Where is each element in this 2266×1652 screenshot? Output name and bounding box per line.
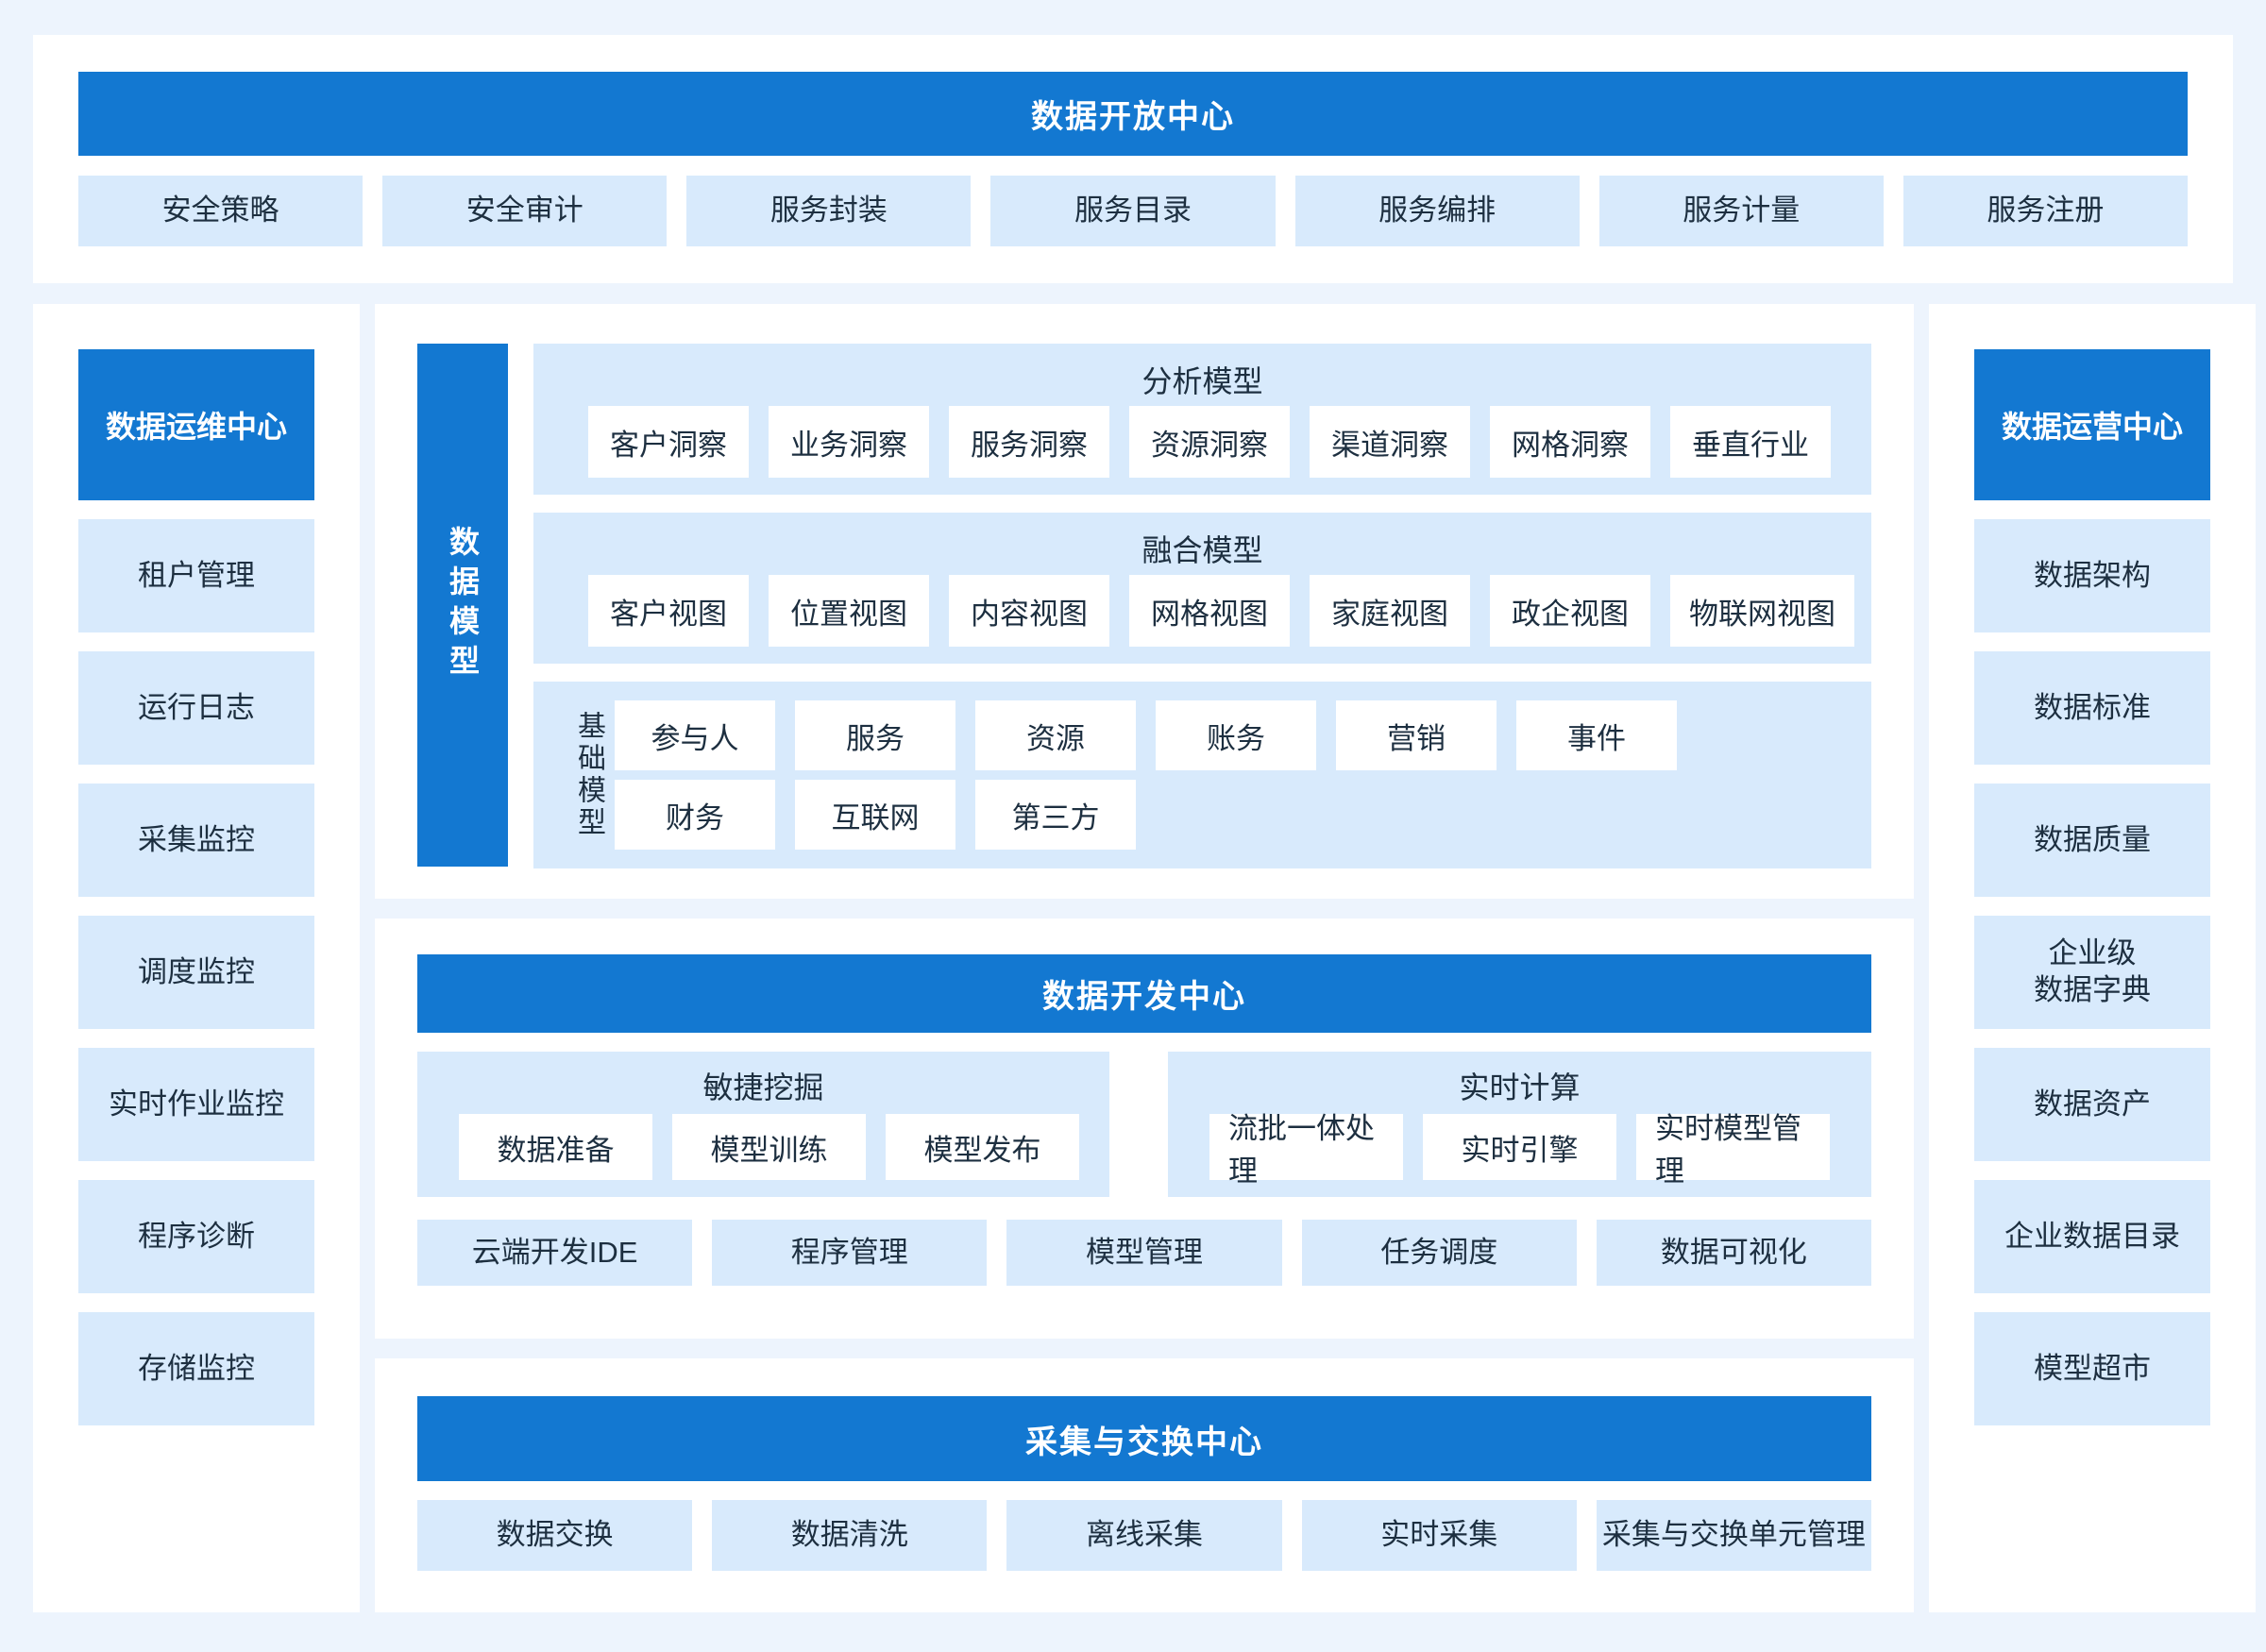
chip-grid-insight: 网格洞察 (1490, 406, 1650, 478)
fusion-model-panel: 融合模型 客户视图 位置视图 内容视图 网格视图 家庭视图 政企视图 物联网视图 (533, 513, 1871, 664)
agile-mining-panel: 敏捷挖掘 数据准备 模型训练 模型发布 (417, 1052, 1109, 1197)
chip-event: 事件 (1516, 700, 1677, 770)
tile-data-visualization: 数据可视化 (1596, 1220, 1872, 1286)
data-open-center-items: 安全策略 安全审计 服务封装 服务目录 服务编排 服务计量 服务注册 (78, 176, 2188, 246)
chip-channel-insight: 渠道洞察 (1310, 406, 1470, 478)
chip-resource: 资源 (975, 700, 1136, 770)
chip-business-insight: 业务洞察 (769, 406, 929, 478)
data-model-vertical-label: 数据模型 (417, 344, 508, 867)
tile-schedule-monitoring: 调度监控 (78, 916, 314, 1029)
tile-security-policy: 安全策略 (78, 176, 364, 246)
analysis-model-panel: 分析模型 客户洞察 业务洞察 服务洞察 资源洞察 渠道洞察 网格洞察 垂直行业 (533, 344, 1871, 495)
main-columns: 数据运维中心 租户管理 运行日志 采集监控 调度监控 实时作业监控 程序诊断 存… (33, 304, 2256, 1612)
tile-storage-monitoring: 存储监控 (78, 1312, 314, 1425)
chip-grid-view: 网格视图 (1129, 575, 1290, 647)
chip-model-training: 模型训练 (672, 1114, 866, 1180)
chip-model-publishing: 模型发布 (886, 1114, 1079, 1180)
fusion-model-chips: 客户视图 位置视图 内容视图 网格视图 家庭视图 政企视图 物联网视图 (533, 575, 1871, 647)
data-model-panels: 分析模型 客户洞察 业务洞察 服务洞察 资源洞察 渠道洞察 网格洞察 垂直行业 … (533, 344, 1871, 868)
base-model-chips: 参与人 服务 资源 账务 营销 事件 财务 互联网 第三方 (615, 700, 1677, 850)
tile-service-encapsulation: 服务封装 (686, 176, 972, 246)
tile-enterprise-data-catalog: 企业数据目录 (1974, 1180, 2210, 1293)
middle-column: 数据模型 分析模型 客户洞察 业务洞察 服务洞察 资源洞察 渠道洞察 网格洞察 … (375, 304, 1914, 1612)
fusion-model-title: 融合模型 (1141, 533, 1263, 567)
base-model-row-2: 财务 互联网 第三方 (615, 780, 1677, 850)
chip-marketing: 营销 (1336, 700, 1497, 770)
data-dev-center-header: 数据开发中心 (417, 954, 1871, 1033)
tile-data-architecture: 数据架构 (1974, 519, 2210, 632)
base-model-row-1: 参与人 服务 资源 账务 营销 事件 (615, 700, 1677, 770)
chip-customer-view: 客户视图 (588, 575, 749, 647)
tile-data-quality: 数据质量 (1974, 784, 2210, 897)
tile-enterprise-data-dictionary: 企业级 数据字典 (1974, 916, 2210, 1029)
chip-location-view: 位置视图 (769, 575, 929, 647)
base-model-panel: 基础模型 参与人 服务 资源 账务 营销 事件 财务 (533, 682, 1871, 868)
tile-data-exchange: 数据交换 (417, 1500, 693, 1571)
collection-exchange-items: 数据交换 数据清洗 离线采集 实时采集 采集与交换单元管理 (417, 1500, 1872, 1571)
tile-task-scheduling: 任务调度 (1301, 1220, 1577, 1286)
chip-participant: 参与人 (615, 700, 775, 770)
tile-data-cleaning: 数据清洗 (712, 1500, 988, 1571)
tile-data-standard: 数据标准 (1974, 651, 2210, 765)
chip-data-preparation: 数据准备 (459, 1114, 652, 1180)
tile-program-management: 程序管理 (712, 1220, 988, 1286)
agile-mining-title: 敏捷挖掘 (702, 1070, 824, 1104)
chip-service: 服务 (795, 700, 955, 770)
tile-model-supermarket: 模型超市 (1974, 1312, 2210, 1425)
collection-exchange-center-header: 采集与交换中心 (417, 1396, 1871, 1481)
data-ops-center-card: 数据运维中心 租户管理 运行日志 采集监控 调度监控 实时作业监控 程序诊断 存… (33, 304, 360, 1612)
chip-realtime-model-management: 实时模型管理 (1636, 1112, 1830, 1188)
tile-realtime-job-monitoring: 实时作业监控 (78, 1048, 314, 1161)
chip-finance: 财务 (615, 780, 775, 850)
realtime-computing-title: 实时计算 (1459, 1070, 1581, 1104)
dev-center-panels: 敏捷挖掘 数据准备 模型训练 模型发布 实时计算 流批一体处理 实时引擎 实时模… (417, 1052, 1871, 1197)
analysis-model-title: 分析模型 (1141, 364, 1263, 398)
tile-collection-exchange-unit-management: 采集与交换单元管理 (1596, 1500, 1872, 1571)
tile-service-catalog: 服务目录 (990, 176, 1276, 246)
chip-service-insight: 服务洞察 (949, 406, 1109, 478)
chip-third-party: 第三方 (975, 780, 1136, 850)
tile-service-metering: 服务计量 (1598, 176, 1884, 246)
realtime-computing-panel: 实时计算 流批一体处理 实时引擎 实时模型管理 (1168, 1052, 1871, 1197)
tile-collection-monitoring: 采集监控 (78, 784, 314, 897)
tile-realtime-collection: 实时采集 (1301, 1500, 1577, 1571)
tile-data-assets: 数据资产 (1974, 1048, 2210, 1161)
tile-security-audit: 安全审计 (382, 176, 668, 246)
agile-mining-chips: 数据准备 模型训练 模型发布 (417, 1114, 1109, 1180)
chip-stream-batch-processing: 流批一体处理 (1209, 1112, 1403, 1188)
data-model-card: 数据模型 分析模型 客户洞察 业务洞察 服务洞察 资源洞察 渠道洞察 网格洞察 … (375, 304, 1914, 899)
chip-content-view: 内容视图 (949, 575, 1109, 647)
tile-cloud-ide: 云端开发IDE (417, 1220, 693, 1286)
collection-exchange-center-card: 采集与交换中心 数据交换 数据清洗 离线采集 实时采集 采集与交换单元管理 (375, 1358, 1914, 1612)
chip-vertical-industry: 垂直行业 (1670, 406, 1831, 478)
chip-customer-insight: 客户洞察 (588, 406, 749, 478)
chip-internet: 互联网 (795, 780, 955, 850)
realtime-computing-chips: 流批一体处理 实时引擎 实时模型管理 (1168, 1112, 1871, 1188)
tile-service-registration: 服务注册 (1902, 176, 2188, 246)
data-open-center-card: 数据开放中心 安全策略 安全审计 服务封装 服务目录 服务编排 服务计量 服务注… (33, 35, 2233, 283)
chip-home-view: 家庭视图 (1310, 575, 1470, 647)
data-ops-center-header: 数据运维中心 (78, 349, 314, 500)
tile-program-diagnosis: 程序诊断 (78, 1180, 314, 1293)
tile-service-orchestration: 服务编排 (1294, 176, 1580, 246)
dev-center-bottom-items: 云端开发IDE 程序管理 模型管理 任务调度 数据可视化 (417, 1220, 1872, 1286)
tile-offline-collection: 离线采集 (1006, 1500, 1282, 1571)
base-model-vertical-label: 基础模型 (573, 711, 604, 839)
chip-government-enterprise-view: 政企视图 (1490, 575, 1650, 647)
chip-resource-insight: 资源洞察 (1129, 406, 1290, 478)
data-operation-center-card: 数据运营中心 数据架构 数据标准 数据质量 企业级 数据字典 数据资产 企业数据… (1929, 304, 2256, 1612)
tile-model-management: 模型管理 (1006, 1220, 1282, 1286)
tile-tenant-management: 租户管理 (78, 519, 314, 632)
data-open-center-header: 数据开放中心 (78, 72, 2188, 156)
chip-realtime-engine: 实时引擎 (1423, 1114, 1616, 1180)
data-dev-center-card: 数据开发中心 敏捷挖掘 数据准备 模型训练 模型发布 实时计算 流批一体处 (375, 919, 1914, 1339)
chip-billing: 账务 (1156, 700, 1316, 770)
analysis-model-chips: 客户洞察 业务洞察 服务洞察 资源洞察 渠道洞察 网格洞察 垂直行业 (533, 406, 1871, 478)
tile-run-logs: 运行日志 (78, 651, 314, 765)
chip-iot-view: 物联网视图 (1670, 575, 1854, 647)
data-operation-center-header: 数据运营中心 (1974, 349, 2210, 500)
